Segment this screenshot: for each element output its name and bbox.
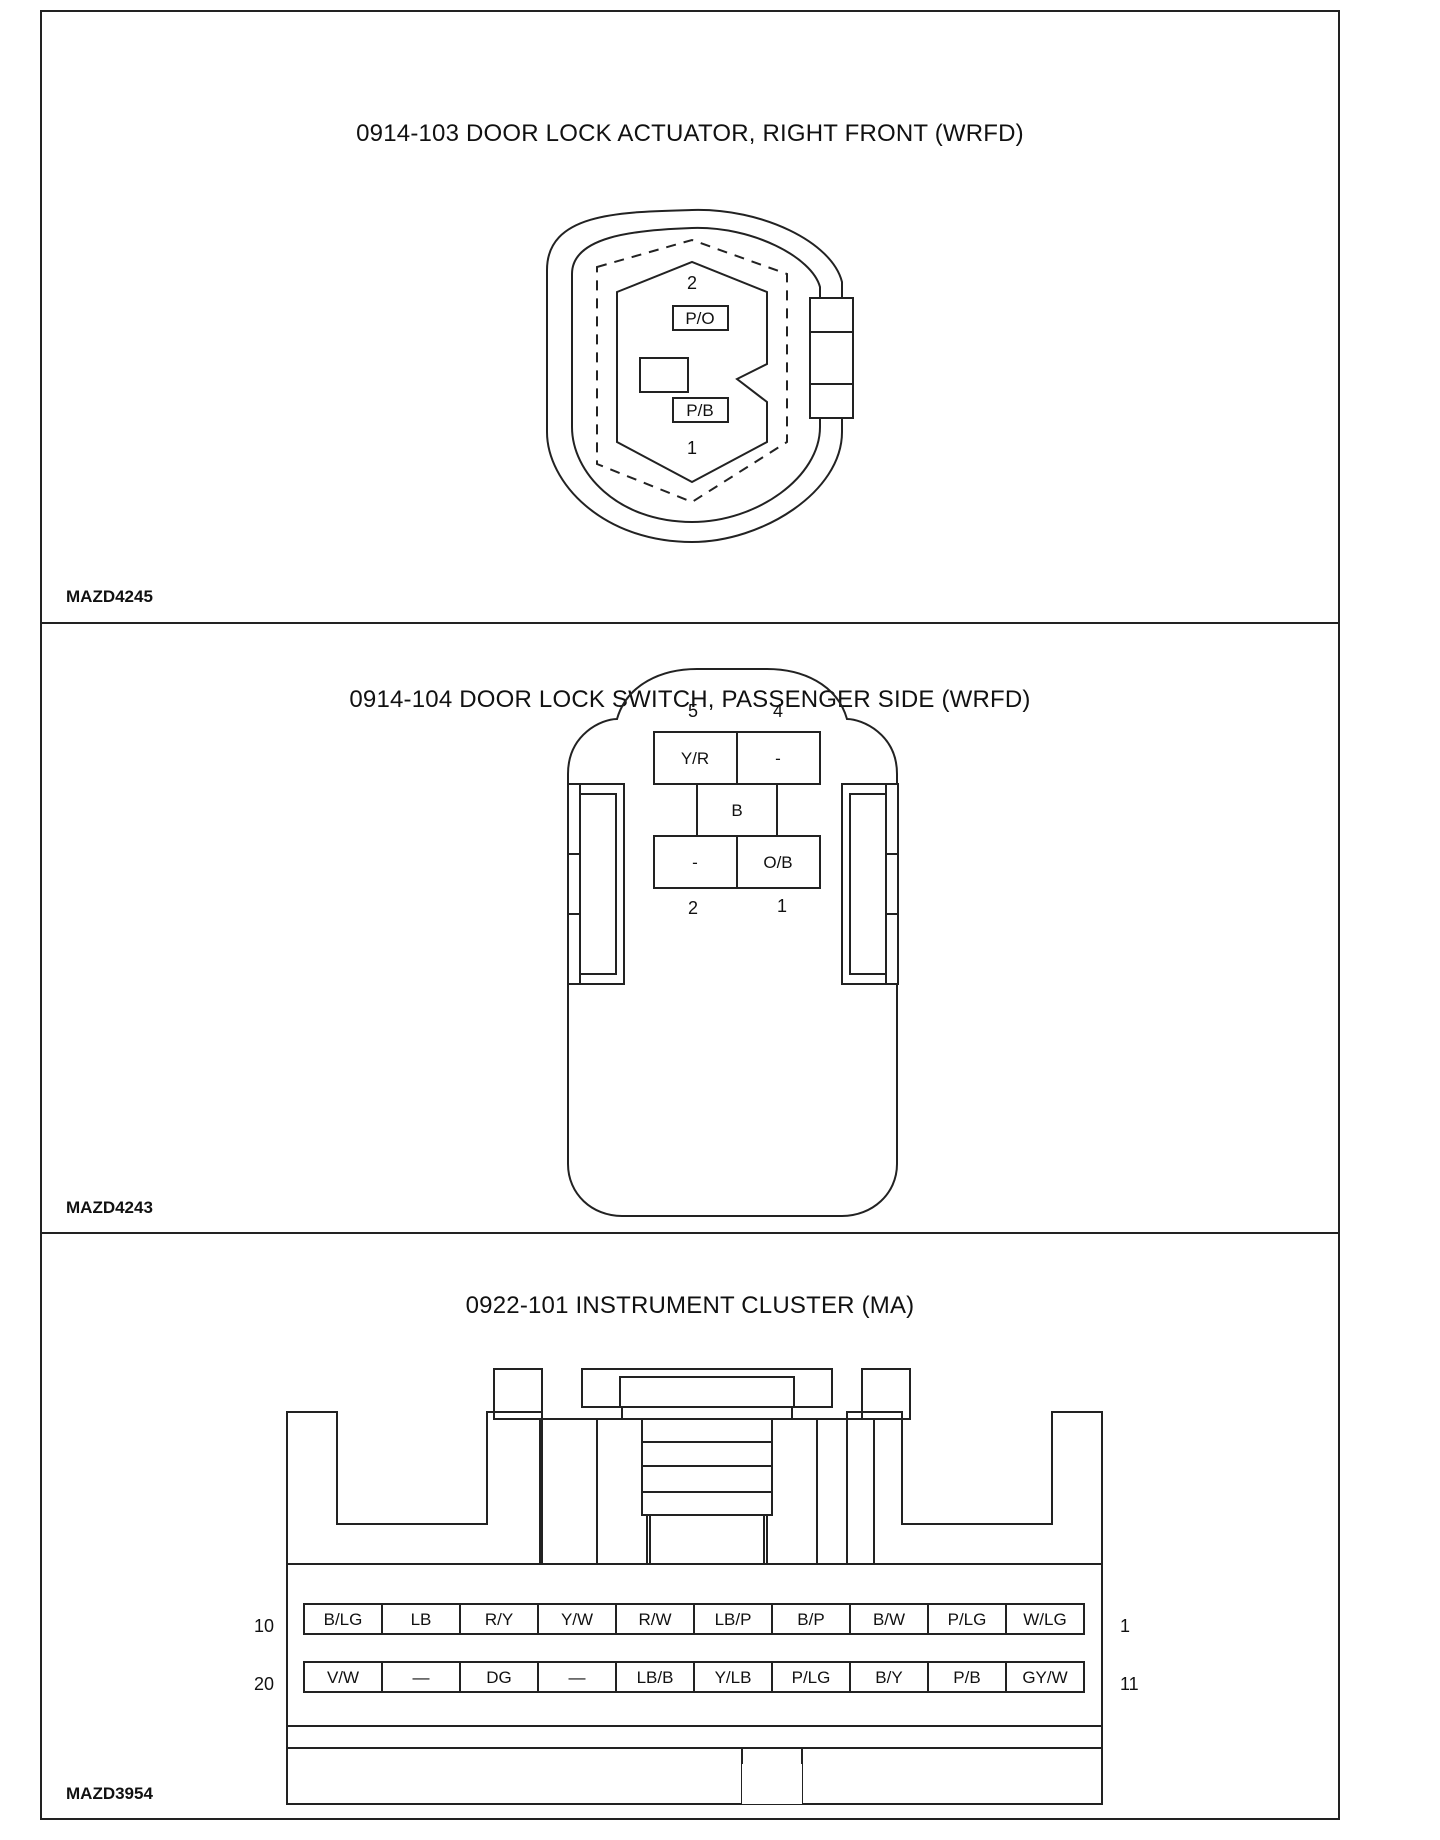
connector-body (286, 1563, 1103, 1805)
pin-color: R/W (638, 1610, 671, 1629)
housing-inner-outline (571, 226, 821, 524)
instrument-cluster-connector: 10 1 20 11 B/LG LB R/Y Y/W R/W LB/P B/P B/W P/LG… (254, 1368, 1139, 1805)
pin-color: — (569, 1668, 586, 1687)
pin-cell (1005, 1603, 1085, 1635)
pin-color: LB/P (715, 1610, 752, 1629)
instrument-cluster-panel: 0922-101 INSTRUMENT CLUSTER (MA) (42, 1232, 1338, 1818)
panel-title: 0914-104 DOOR LOCK SWITCH, PASSENGER SID… (349, 686, 1031, 713)
diagram-sheet: 0914-103 DOOR LOCK ACTUATOR, RIGHT FRONT… (40, 10, 1340, 1820)
cluster-pin-rows: B/LG LB R/Y Y/W R/W LB/P B/P B/W P/LG W/LG V/W — DG —… (303, 1603, 1085, 1693)
pin-color: P/LG (948, 1610, 987, 1629)
pin-color: B (731, 801, 742, 820)
pin-color: V/W (327, 1668, 359, 1687)
pin-color: B/P (797, 1610, 824, 1629)
figure-reference: MAZD3954 (66, 1784, 153, 1803)
housing-outline (567, 668, 898, 1217)
row-number: 11 (1120, 1674, 1139, 1694)
pin-number: 4 (773, 701, 783, 721)
door-lock-actuator-panel: 0914-103 DOOR LOCK ACTUATOR, RIGHT FRONT… (42, 12, 1338, 622)
terminal-face (616, 260, 768, 484)
row-number: 20 (254, 1674, 274, 1694)
pin-color: B/W (873, 1610, 905, 1629)
pin-color: - (775, 749, 781, 768)
pin-cell (736, 835, 821, 889)
pin-cell (736, 731, 821, 785)
figure-reference: MAZD4245 (66, 587, 153, 606)
pin-color: GY/W (1022, 1668, 1067, 1687)
pin-color: O/B (763, 853, 792, 872)
figure-reference: MAZD4243 (66, 1198, 153, 1217)
door-lock-switch-panel: 0914-104 DOOR LOCK SWITCH, PASSENGER SID… (42, 622, 1338, 1232)
panel-title: 0922-101 INSTRUMENT CLUSTER (MA) (465, 1292, 915, 1319)
pin-color: R/Y (485, 1610, 513, 1629)
pin-color: Y/W (561, 1610, 593, 1629)
pin-color: P/B (953, 1668, 980, 1687)
pin-color: LB/B (637, 1668, 674, 1687)
pin-cell (1005, 1661, 1085, 1693)
housing-outline (546, 208, 843, 544)
pin-color: P/B (686, 401, 713, 420)
pin-color: Y/R (681, 749, 709, 768)
door-lock-switch-connector: 5 4 Y/R - B - O/B 2 1 (567, 668, 899, 1217)
row-number: 1 (1120, 1616, 1130, 1636)
pin-color: — (413, 1668, 430, 1687)
pin-color: P/O (685, 309, 714, 328)
pin-number: 1 (687, 438, 697, 458)
pin-color: P/LG (792, 1668, 831, 1687)
pin-number: 5 (688, 701, 698, 721)
panel-title: 0914-103 DOOR LOCK ACTUATOR, RIGHT FRONT… (356, 120, 1024, 147)
door-lock-actuator-connector: 2 P/O P/B 1 (546, 208, 854, 544)
pin-number: 1 (777, 896, 787, 916)
row-number: 10 (254, 1616, 274, 1636)
pin-number: 2 (687, 273, 697, 293)
cavity-outline (596, 238, 788, 504)
pin-color: - (692, 853, 698, 872)
pin-color: W/LG (1023, 1610, 1066, 1629)
key-slot (639, 357, 689, 393)
pin-color: DG (486, 1668, 512, 1687)
pin-number: 2 (688, 898, 698, 918)
pin-color: LB (411, 1610, 432, 1629)
latch-tab (809, 297, 854, 419)
pin-color: B/Y (875, 1668, 902, 1687)
pin-color: B/LG (324, 1610, 363, 1629)
pin-color: Y/LB (715, 1668, 752, 1687)
